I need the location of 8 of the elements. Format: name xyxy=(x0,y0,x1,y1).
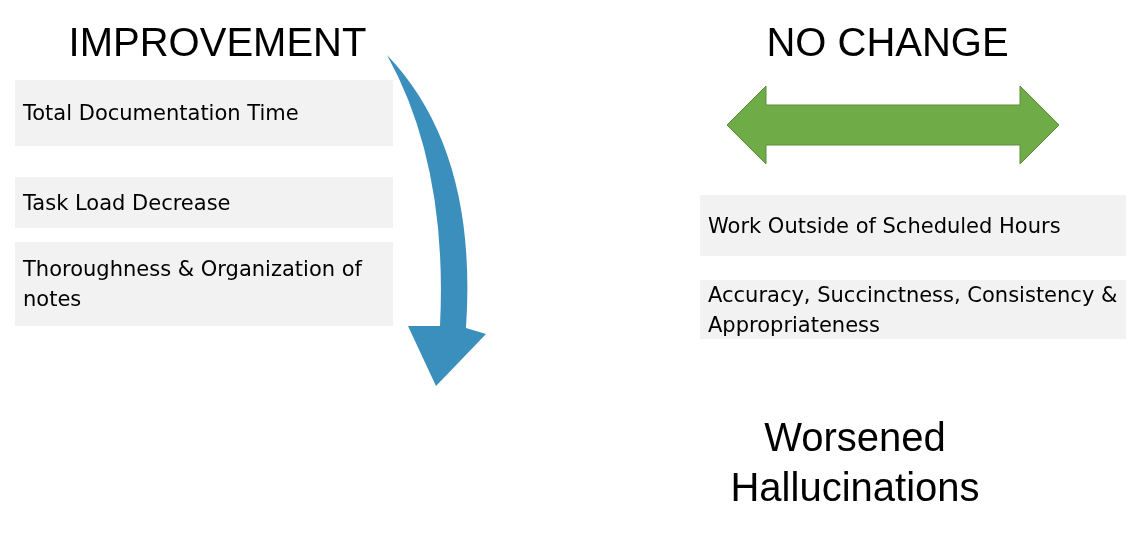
heading: NO CHANGE xyxy=(765,19,1010,66)
heading: Worsened Hallucinations xyxy=(729,414,981,511)
text-box: Task Load Decrease xyxy=(15,177,393,228)
text-box: Accuracy, Succinctness, Consistency & Appropriateness xyxy=(700,280,1126,339)
text-box: Work Outside of Scheduled Hours xyxy=(700,195,1126,256)
text-box: Thoroughness & Organization of notes xyxy=(15,242,393,326)
text-box: Total Documentation Time xyxy=(15,80,393,146)
heading: IMPROVEMENT xyxy=(67,19,368,66)
